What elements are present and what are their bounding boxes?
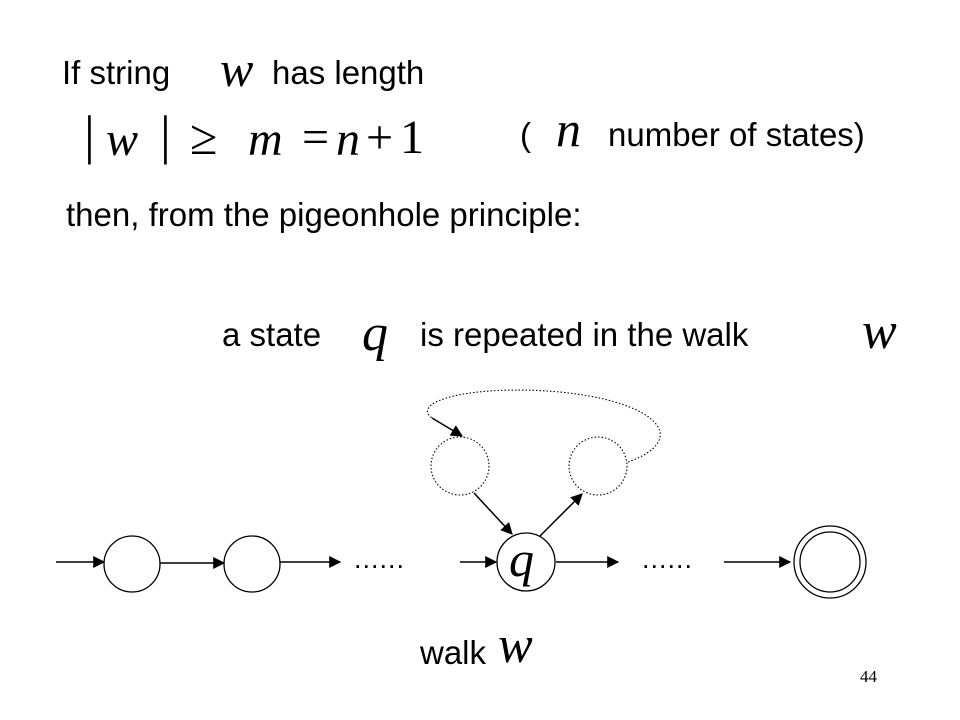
page-number: 44: [860, 667, 877, 686]
arrow-left-to-q: [473, 492, 513, 535]
arrow-q-to-right: [539, 493, 583, 537]
walk-label-w: w: [498, 617, 533, 674]
inequality-n: n: [336, 113, 360, 166]
inequality-w: w: [106, 113, 139, 166]
equals-symbol: =: [302, 111, 330, 164]
abs-bar-left: |: [84, 105, 95, 165]
is-repeated-label: is repeated in the walk: [420, 316, 749, 353]
plus-symbol: +: [366, 111, 394, 164]
variable-w: w: [220, 41, 254, 97]
pigeonhole-line: then, from the pigeonhole principle:: [66, 196, 582, 233]
diagram-state-label-q: q: [509, 531, 534, 587]
walk-label: walk: [420, 634, 487, 671]
inequality-one: 1: [400, 111, 424, 164]
has-length-label: has length: [272, 54, 425, 91]
loop-arc-arrowhead: [431, 417, 464, 437]
abs-bar-right: |: [160, 105, 171, 165]
inequality-m: m: [248, 113, 283, 166]
loop-arc: [426, 389, 661, 463]
note-open-paren: (: [520, 116, 531, 153]
note-variable-n: n: [556, 101, 581, 157]
a-state-label: a state: [222, 316, 322, 353]
final-state-inner: [799, 531, 861, 593]
dots-left: ......: [354, 544, 406, 574]
state-variable-q: q: [362, 305, 388, 362]
state-q: [496, 532, 556, 592]
dots-right: ......: [642, 544, 694, 574]
state-1: [103, 535, 161, 593]
loop-state-right: [568, 436, 628, 496]
geq-symbol: ≥: [190, 109, 218, 165]
final-state-outer: [793, 525, 867, 599]
state-2: [223, 535, 281, 593]
loop-state-left: [430, 436, 490, 496]
note-number-of-states: number of states): [608, 116, 865, 153]
if-string-label: If string: [62, 54, 171, 91]
walk-variable-w: w: [862, 303, 897, 360]
